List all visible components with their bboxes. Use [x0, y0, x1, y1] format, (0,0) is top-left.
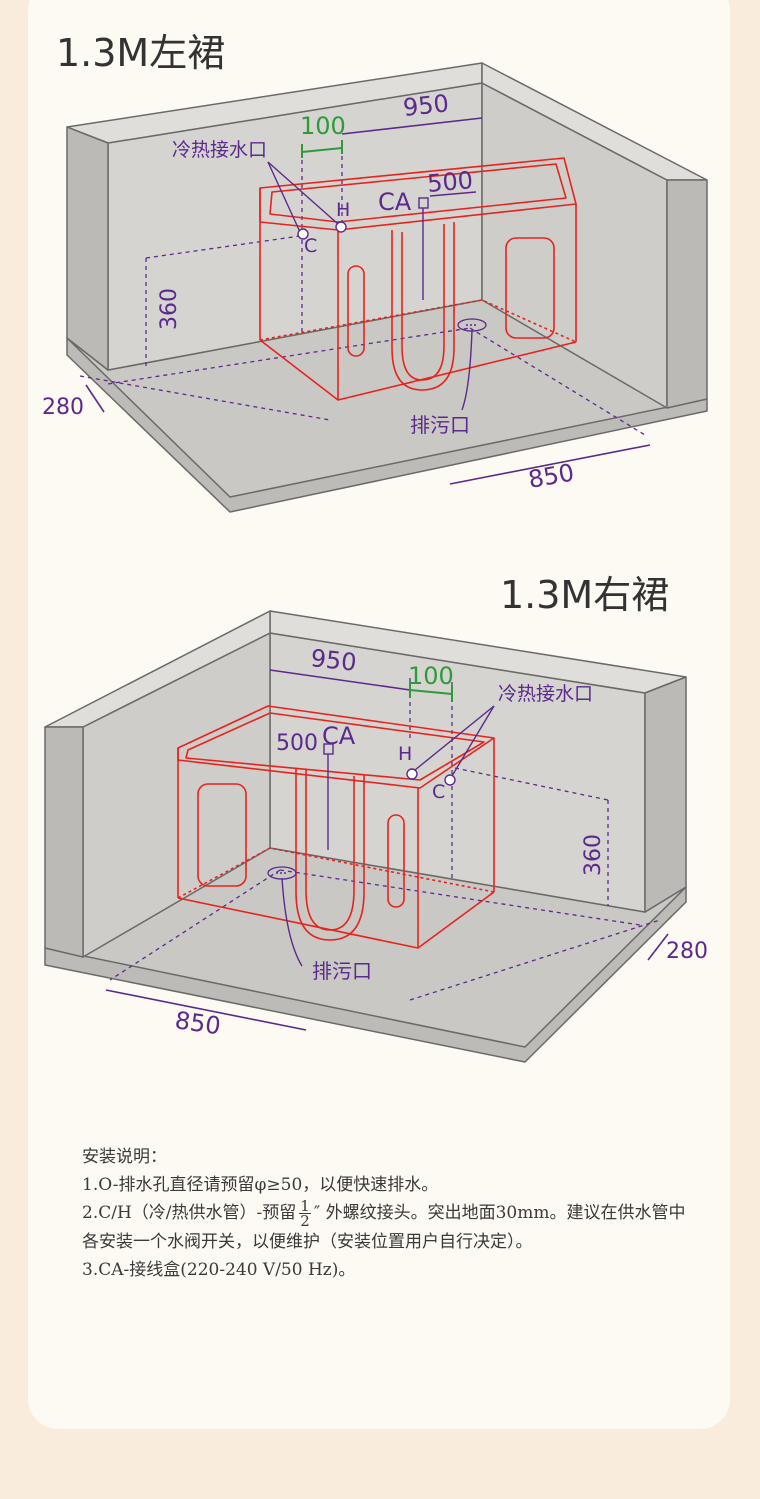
right-dim-280: 280	[666, 939, 708, 964]
fraction-numerator: 1	[299, 1197, 311, 1215]
left-dim-500: 500	[426, 166, 474, 198]
right-dim-850: 850	[173, 1006, 222, 1040]
left-dim-280: 280	[42, 395, 84, 420]
right-label-ca: CA	[322, 722, 356, 750]
left-bathtub-outline	[259, 157, 577, 401]
left-inlet-leaders	[267, 161, 473, 411]
left-drain-label: 排污口	[410, 413, 470, 437]
left-junction-box	[418, 191, 477, 300]
right-inlet-label: 冷热接水口	[498, 683, 593, 705]
notes-line-3: 3.CA-接线盒(220-240 V/50 Hz)。	[82, 1260, 356, 1280]
left-dimension-lines	[85, 117, 651, 485]
left-dim-100-line	[301, 140, 343, 158]
left-dim-850: 850	[526, 458, 576, 494]
right-junction-box	[323, 743, 334, 850]
right-diagram-title: 1.3M右裙	[500, 573, 669, 617]
fraction-denominator: 2	[300, 1212, 310, 1230]
left-label-c: C	[304, 235, 317, 257]
left-inlet-label: 冷热接水口	[172, 139, 267, 161]
left-label-h: H	[336, 199, 350, 221]
right-label-h: H	[398, 743, 412, 765]
right-dim-100-line	[409, 682, 453, 702]
left-dim-360: 360	[157, 288, 182, 330]
right-label-c: C	[432, 781, 445, 803]
left-room-shell	[66, 62, 708, 513]
left-dim-100: 100	[300, 112, 346, 140]
right-bathtub-outline	[177, 705, 495, 949]
right-dim-950: 950	[309, 644, 357, 677]
installation-notes: 安装说明： 1.O-排水孔直径请预留φ≥50，以便快速排水。 2.C/H（冷/热…	[82, 1143, 702, 1284]
left-diagram: 1.3M左裙	[42, 31, 708, 513]
right-drain-label: 排污口	[312, 959, 372, 983]
right-dim-100: 100	[408, 662, 454, 690]
right-dim-500: 500	[276, 731, 318, 756]
installation-diagrams: 1.3M左裙	[42, 31, 708, 1063]
notes-line-2-end: ″ 外螺纹接头。突出地面30mm。建议在供水管中各安装一个水阀开关，以便维护（安…	[82, 1203, 686, 1252]
right-diagram: 1.3M右裙	[44, 573, 708, 1063]
left-diagram-title: 1.3M左裙	[56, 31, 225, 75]
left-floor-guides	[79, 148, 646, 436]
notes-heading: 安装说明：	[82, 1147, 167, 1167]
notes-line-2-start: 2.C/H（冷/热供水管）-预留	[82, 1203, 297, 1223]
right-dimension-lines	[105, 669, 669, 1031]
right-inlet-leaders	[281, 705, 495, 967]
right-dim-360: 360	[581, 834, 606, 876]
left-label-ca: CA	[378, 188, 412, 216]
left-dim-950: 950	[402, 89, 450, 122]
notes-line-1: 1.O-排水孔直径请预留φ≥50，以便快速排水。	[82, 1175, 439, 1195]
